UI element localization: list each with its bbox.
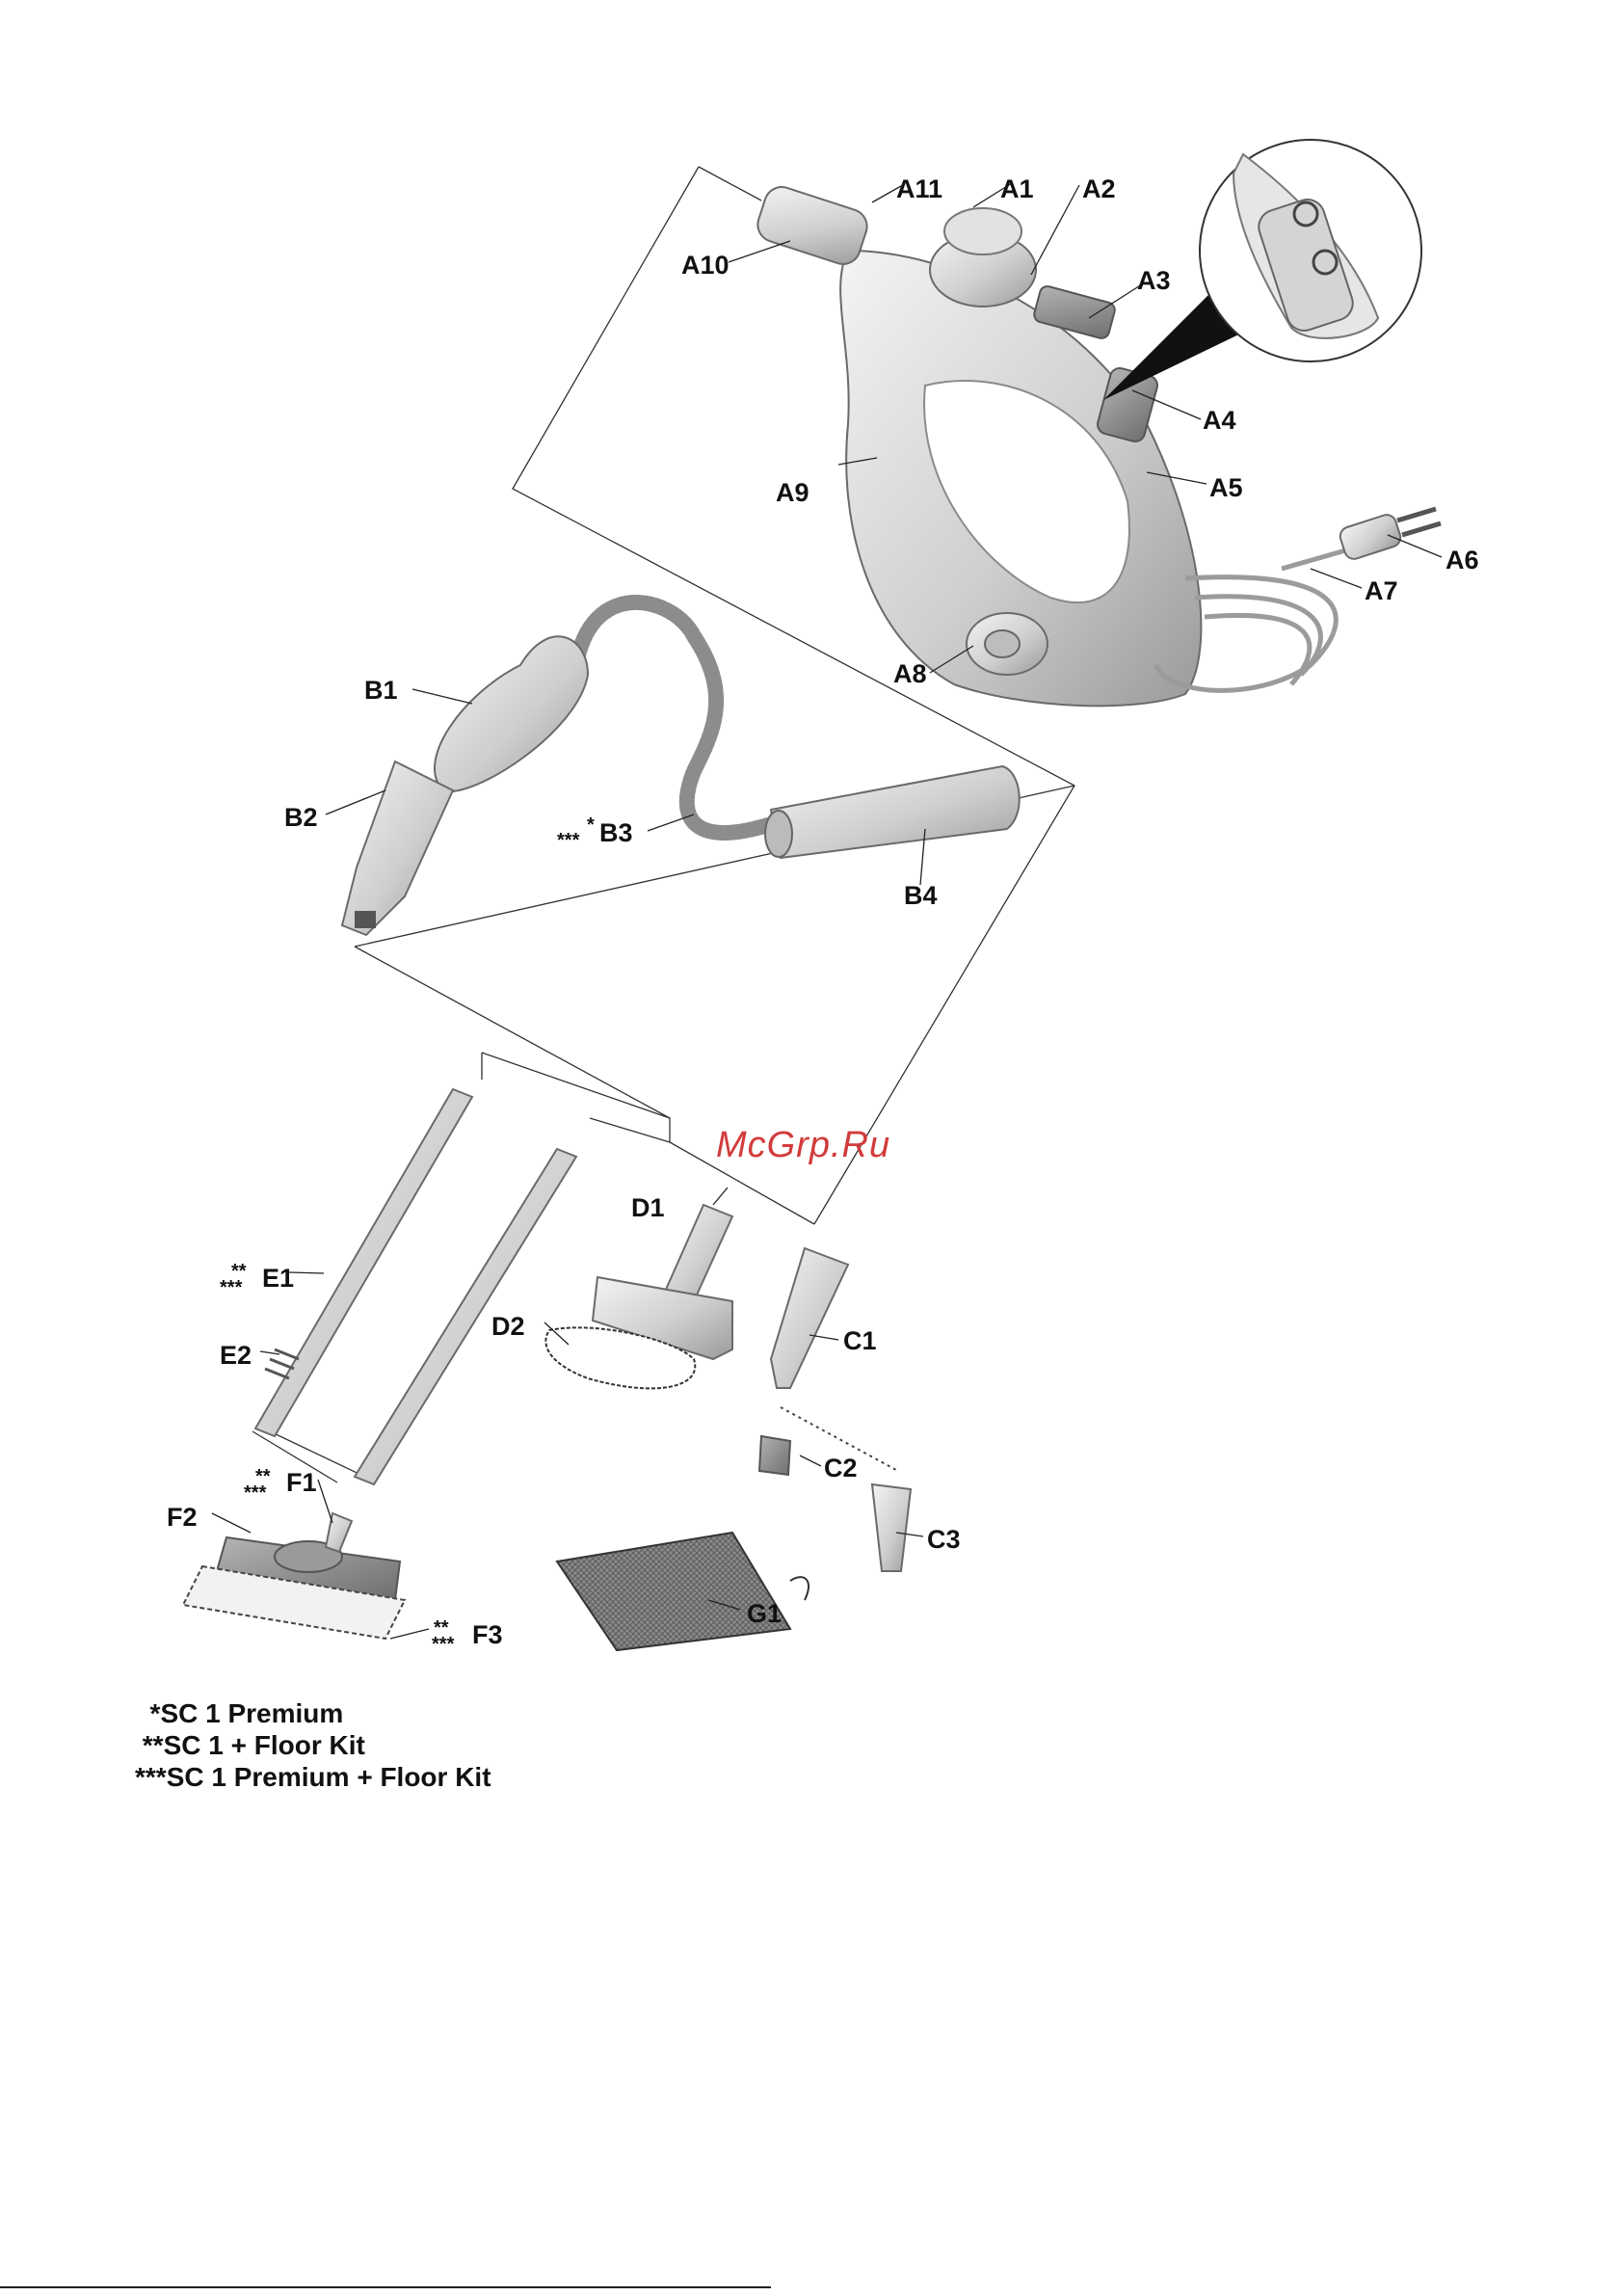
floor-nozzle [183,1513,405,1639]
label-a6: A6 [1446,546,1479,574]
label-f3: F3 [472,1620,503,1649]
mark-f3-top: ** [434,1617,449,1639]
label-a5: A5 [1209,473,1243,502]
legend-line-2: **SC 1 + Floor Kit [135,1730,365,1761]
legend-line-3: ***SC 1 Premium + Floor Kit [135,1762,491,1793]
hand-nozzle [545,1205,732,1388]
label-c1: C1 [843,1326,877,1355]
label-e1: E1 [262,1264,294,1293]
label-d1: D1 [631,1193,665,1222]
label-a3: A3 [1137,266,1171,295]
label-b3: B3 [599,818,633,847]
footer-rule [0,2286,771,2288]
label-f1: F1 [286,1468,317,1497]
label-c2: C2 [824,1454,858,1482]
label-d2: D2 [491,1312,525,1341]
mark-f1-top: ** [255,1466,271,1487]
label-a4: A4 [1203,406,1236,435]
label-a1: A1 [1000,174,1034,203]
label-c3: C3 [927,1525,961,1554]
label-b1: B1 [364,676,398,705]
label-g1: G1 [747,1599,782,1628]
label-a7: A7 [1365,576,1398,605]
point-jet-nozzle [759,1248,911,1571]
extension-tubes [255,1089,576,1484]
mark-e1-top: ** [231,1261,247,1282]
label-a9: A9 [776,478,809,507]
label-a10: A10 [681,251,729,280]
label-a2: A2 [1082,174,1116,203]
mark-b3: *** [557,830,580,851]
label-b4: B4 [904,881,938,910]
mesh-bag [557,1533,809,1650]
label-f2: F2 [167,1503,198,1532]
label-b2: B2 [284,803,318,832]
label-a8: A8 [893,659,927,688]
label-e2: E2 [220,1341,252,1370]
mark-b3-top: * [587,814,595,836]
watermark: McGrp.Ru [716,1125,890,1165]
label-a11: A11 [896,174,942,203]
legend-line-1: *SC 1 Premium [135,1698,343,1729]
